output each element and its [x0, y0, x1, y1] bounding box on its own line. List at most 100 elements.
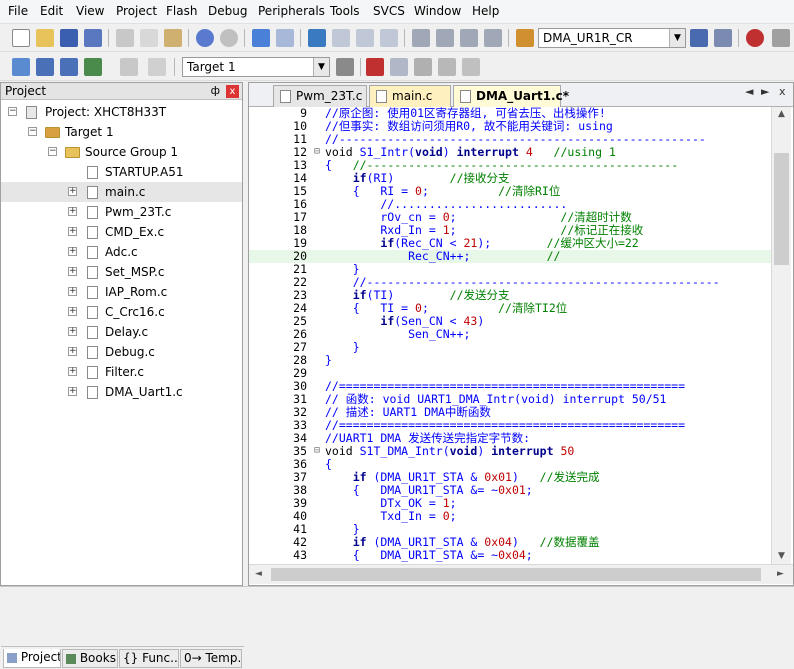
- cut-icon[interactable]: [116, 29, 134, 47]
- tab-templates[interactable]: 0→ Temp...: [180, 649, 242, 668]
- menu-flash[interactable]: Flash: [166, 4, 198, 18]
- unindent-icon[interactable]: [436, 29, 454, 47]
- find-combo[interactable]: DMA_UR1R_CR ▼: [538, 28, 686, 48]
- menu-view[interactable]: View: [76, 4, 105, 18]
- translate-icon[interactable]: [12, 58, 30, 76]
- list-item[interactable]: + Set_MSP.c: [1, 262, 242, 282]
- list-item[interactable]: + Adc.c: [1, 242, 242, 262]
- select-packs-icon[interactable]: [414, 58, 432, 76]
- chevron-down-icon[interactable]: ▼: [313, 58, 329, 76]
- list-item[interactable]: + Debug.c: [1, 342, 242, 362]
- find-icon[interactable]: [690, 29, 708, 47]
- copy-icon[interactable]: [140, 29, 158, 47]
- target-options-icon[interactable]: [336, 58, 354, 76]
- vertical-scroll-thumb[interactable]: [774, 153, 789, 265]
- list-item[interactable]: + Filter.c: [1, 362, 242, 382]
- expand-icon[interactable]: +: [68, 206, 77, 216]
- prev-bookmark-icon[interactable]: [332, 29, 350, 47]
- menu-svcs[interactable]: SVCS: [373, 4, 405, 18]
- expand-icon[interactable]: +: [68, 326, 77, 336]
- tab-main[interactable]: main.c: [369, 85, 451, 107]
- tab-functions[interactable]: {} Func...: [119, 649, 179, 668]
- file-extensions-icon[interactable]: [390, 58, 408, 76]
- collapse-icon[interactable]: −: [28, 126, 37, 136]
- scroll-down-icon[interactable]: ▼: [778, 551, 785, 561]
- rebuild-icon[interactable]: [60, 58, 78, 76]
- bookmark-icon[interactable]: [308, 29, 326, 47]
- expand-icon[interactable]: +: [68, 226, 77, 236]
- undo-icon[interactable]: [196, 29, 214, 47]
- menu-project[interactable]: Project: [116, 4, 158, 18]
- paste-icon[interactable]: [164, 29, 182, 47]
- fold-marker-icon[interactable]: ⊟: [314, 445, 321, 456]
- scroll-tabs-right-icon[interactable]: ►: [761, 85, 770, 98]
- collapse-icon[interactable]: −: [8, 106, 17, 116]
- expand-icon[interactable]: +: [68, 286, 77, 296]
- menu-tools[interactable]: Tools: [330, 4, 360, 18]
- save-icon[interactable]: [60, 29, 78, 47]
- code-area[interactable]: 9//原企图: 使用01区寄存器组, 可省去压、出栈操作! 10//但事实: 数…: [249, 107, 771, 564]
- debug-session-icon[interactable]: [746, 29, 764, 47]
- download-icon[interactable]: [148, 58, 166, 76]
- scroll-up-icon[interactable]: ▲: [778, 109, 785, 119]
- expand-icon[interactable]: +: [68, 366, 77, 376]
- next-bookmark-icon[interactable]: [356, 29, 374, 47]
- horizontal-scroll-thumb[interactable]: [271, 568, 761, 581]
- menu-file[interactable]: File: [8, 4, 29, 18]
- target-combo[interactable]: Target 1 ▼: [182, 57, 330, 77]
- tree-row-group[interactable]: − Source Group 1: [1, 142, 242, 162]
- list-item[interactable]: + DMA_Uart1.c: [1, 382, 242, 402]
- menu-peripherals[interactable]: Peripherals: [258, 4, 325, 18]
- new-file-icon[interactable]: [12, 29, 30, 47]
- menu-debug[interactable]: Debug: [208, 4, 248, 18]
- close-tab-icon[interactable]: x: [779, 85, 786, 98]
- uncomment-icon[interactable]: [484, 29, 502, 47]
- list-item[interactable]: + C_Crc16.c: [1, 302, 242, 322]
- redo-icon[interactable]: [220, 29, 238, 47]
- chevron-down-icon[interactable]: ▼: [669, 29, 685, 47]
- scroll-tabs-left-icon[interactable]: ◄: [745, 85, 754, 98]
- list-item[interactable]: STARTUP.A51: [1, 162, 242, 182]
- fold-marker-icon[interactable]: ⊟: [314, 146, 321, 157]
- list-item[interactable]: + IAP_Rom.c: [1, 282, 242, 302]
- tree-row-project[interactable]: − Project: XHCT8H33T: [1, 102, 242, 122]
- tab-project[interactable]: Project: [3, 649, 61, 668]
- indent-icon[interactable]: [412, 29, 430, 47]
- expand-icon[interactable]: +: [68, 266, 77, 276]
- close-icon[interactable]: x: [226, 85, 239, 98]
- rte-options-icon[interactable]: [462, 58, 480, 76]
- list-item[interactable]: + main.c: [1, 182, 242, 202]
- menu-edit[interactable]: Edit: [40, 4, 64, 18]
- comment-icon[interactable]: [460, 29, 478, 47]
- vertical-scrollbar[interactable]: ▲ ▼: [771, 107, 791, 564]
- settings-icon[interactable]: [772, 29, 790, 47]
- find-in-files-icon[interactable]: [516, 29, 534, 47]
- nav-forward-icon[interactable]: [276, 29, 294, 47]
- list-item[interactable]: + Pwm_23T.c: [1, 202, 242, 222]
- collapse-icon[interactable]: −: [48, 146, 57, 156]
- pin-icon[interactable]: ф: [210, 84, 220, 97]
- expand-icon[interactable]: +: [68, 386, 77, 396]
- expand-icon[interactable]: +: [68, 306, 77, 316]
- expand-icon[interactable]: +: [68, 186, 77, 196]
- stop-build-icon[interactable]: [120, 58, 138, 76]
- scroll-left-icon[interactable]: ◄: [255, 569, 262, 579]
- list-item[interactable]: + Delay.c: [1, 322, 242, 342]
- save-all-icon[interactable]: [84, 29, 102, 47]
- tree-row-target[interactable]: − Target 1: [1, 122, 242, 142]
- batch-build-icon[interactable]: [84, 58, 102, 76]
- manage-components-icon[interactable]: [366, 58, 384, 76]
- scroll-right-icon[interactable]: ►: [777, 569, 784, 579]
- expand-icon[interactable]: +: [68, 346, 77, 356]
- clear-bookmarks-icon[interactable]: [380, 29, 398, 47]
- expand-icon[interactable]: +: [68, 246, 77, 256]
- tab-dma-uart1[interactable]: DMA_Uart1.c*: [453, 85, 569, 107]
- incremental-find-icon[interactable]: [714, 29, 732, 47]
- menu-help[interactable]: Help: [472, 4, 500, 18]
- horizontal-scrollbar[interactable]: ◄ ►: [249, 564, 793, 584]
- tab-books[interactable]: Books: [62, 649, 118, 668]
- manage-rte-icon[interactable]: [438, 58, 456, 76]
- tab-pwm-23t[interactable]: Pwm_23T.c: [273, 85, 367, 107]
- nav-back-icon[interactable]: [252, 29, 270, 47]
- list-item[interactable]: + CMD_Ex.c: [1, 222, 242, 242]
